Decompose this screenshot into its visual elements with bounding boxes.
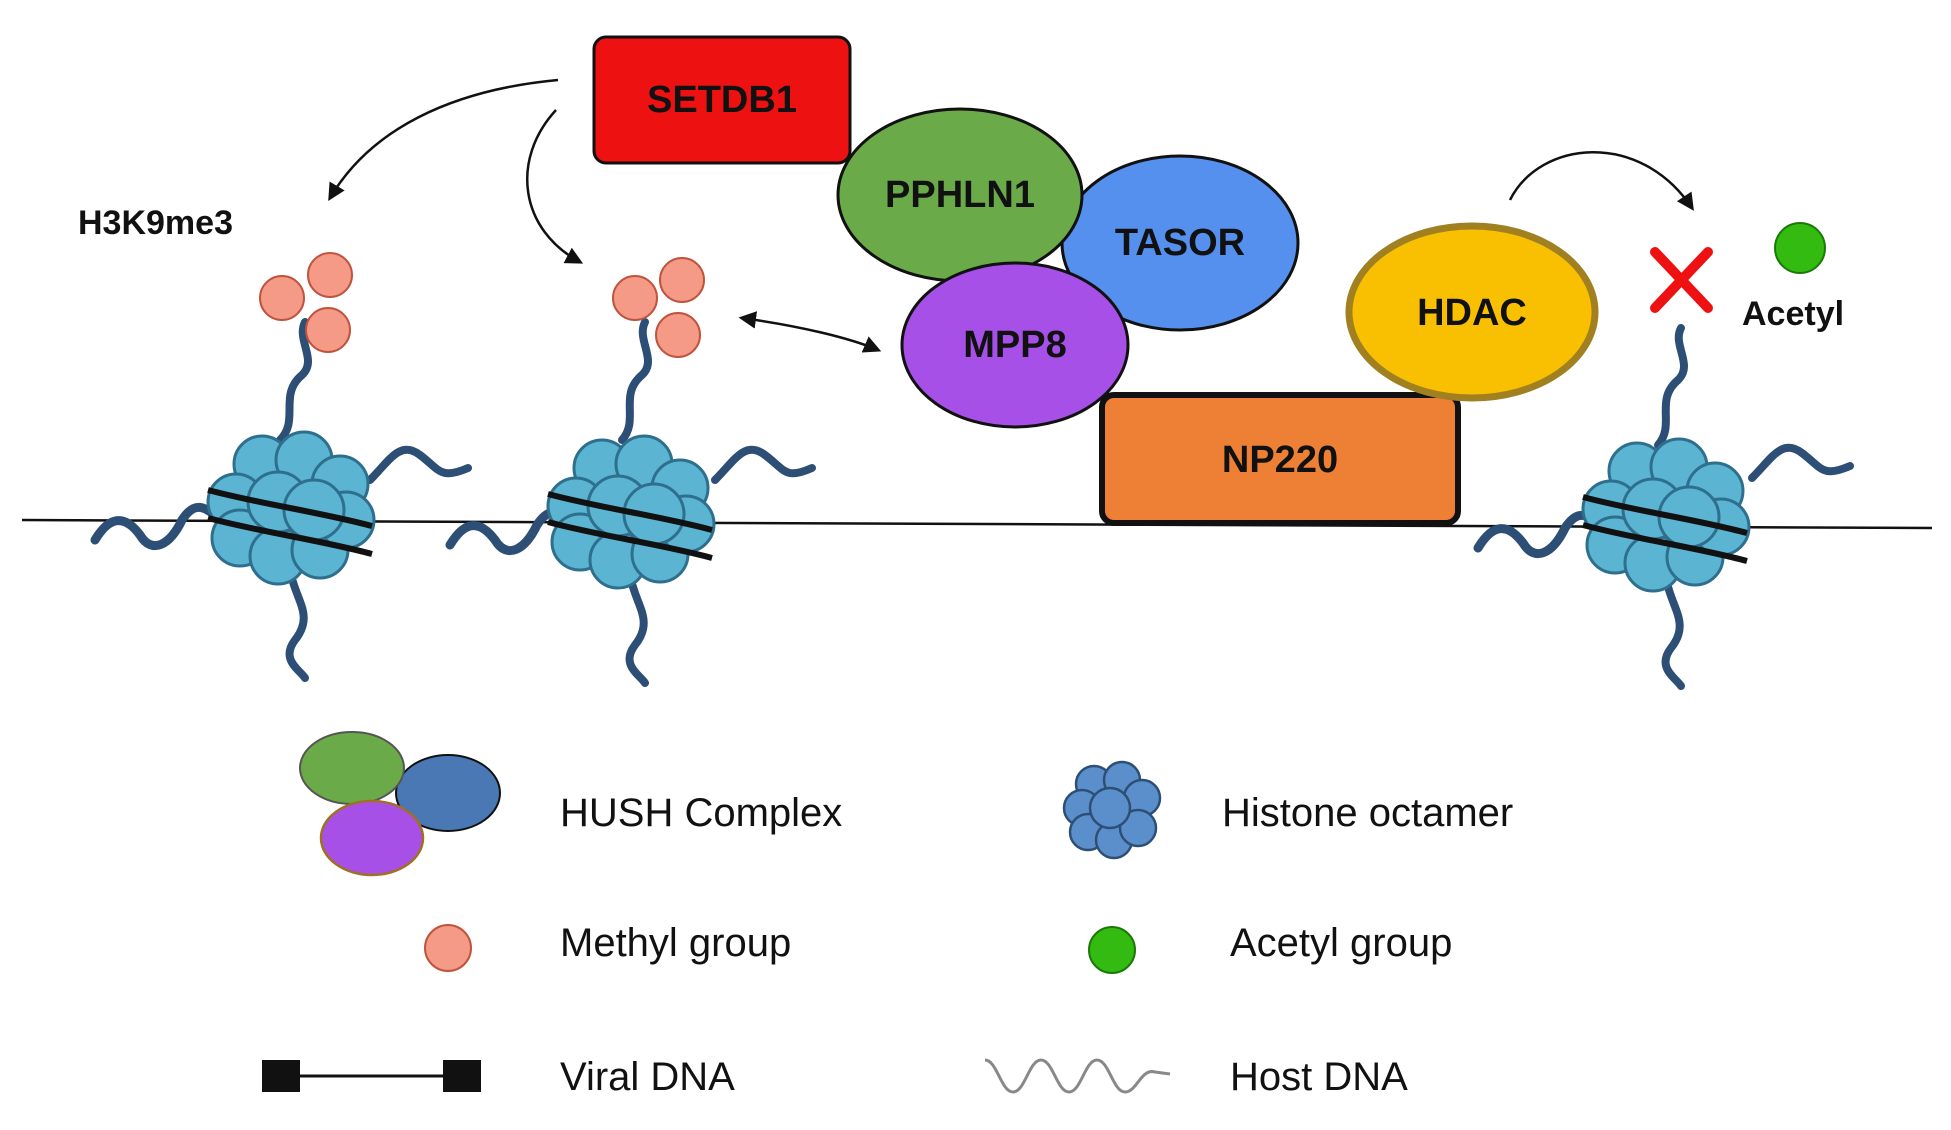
np220-protein	[1099, 392, 1461, 526]
mpp8-protein	[900, 261, 1130, 429]
setdb1-protein	[592, 35, 852, 165]
legend-histone-octamer-icon	[1062, 760, 1162, 860]
methyl-group	[659, 257, 705, 303]
host-dna-strand	[1473, 510, 1603, 559]
tasor-label: TASOR	[1115, 222, 1245, 264]
legend: HUSH Complex Histone octamer Methyl grou…	[262, 731, 1513, 1099]
np220-label: NP220	[1222, 439, 1338, 481]
histone-tail	[285, 566, 309, 682]
hdac-label: HDAC	[1417, 292, 1527, 334]
arrow-mpp8-methyl-binding	[738, 311, 882, 353]
methyl-group	[655, 312, 701, 358]
methyl-group	[612, 275, 658, 321]
legend-viral-dna-icon	[262, 1060, 481, 1092]
acetyl-group	[1774, 222, 1826, 274]
methyl-group	[305, 307, 351, 353]
hdac-protein	[1345, 222, 1599, 402]
nucleosome-methylated	[445, 257, 816, 687]
histone-tail	[1748, 443, 1854, 482]
arrow-hdac-deacetylation	[1508, 151, 1694, 211]
histone-tail	[366, 445, 472, 484]
arrow-setdb1-to-nucleosome	[526, 109, 584, 264]
histone-tail	[1661, 574, 1685, 690]
histone-tail	[1654, 324, 1688, 449]
acetyl-label: Acetyl	[1742, 295, 1844, 333]
legend-hush-complex-label: HUSH Complex	[560, 791, 842, 835]
nucleosome-h3k9me3	[90, 252, 472, 682]
cross-icon	[1650, 247, 1713, 313]
setdb1-label: SETDB1	[647, 79, 797, 121]
legend-viral-dna-label: Viral DNA	[560, 1055, 735, 1099]
h3k9me3-label: H3K9me3	[78, 204, 233, 242]
legend-host-dna-label: Host DNA	[1230, 1055, 1408, 1099]
legend-methyl-group-label: Methyl group	[560, 921, 791, 965]
histone-tail	[625, 571, 649, 687]
legend-acetyl-group-icon	[1088, 926, 1136, 974]
mpp8-label: MPP8	[963, 324, 1066, 366]
histone-tail	[711, 445, 816, 484]
pphln1-label: PPHLN1	[885, 174, 1035, 216]
histone-tail	[618, 318, 652, 444]
arrow-setdb1-to-h3k9me3	[328, 78, 559, 202]
nucleosome-deacetylated	[1473, 324, 1854, 690]
legend-histone-octamer-label: Histone octamer	[1222, 791, 1513, 835]
legend-acetyl-group-label: Acetyl group	[1230, 921, 1452, 965]
legend-host-dna-icon	[984, 1058, 1171, 1094]
methyl-group	[307, 252, 353, 298]
methyl-group	[259, 275, 305, 321]
host-dna-strand	[90, 502, 220, 551]
legend-hush-complex-icon	[299, 731, 501, 877]
legend-methyl-group-icon	[424, 924, 472, 972]
histone-tail	[276, 318, 312, 444]
